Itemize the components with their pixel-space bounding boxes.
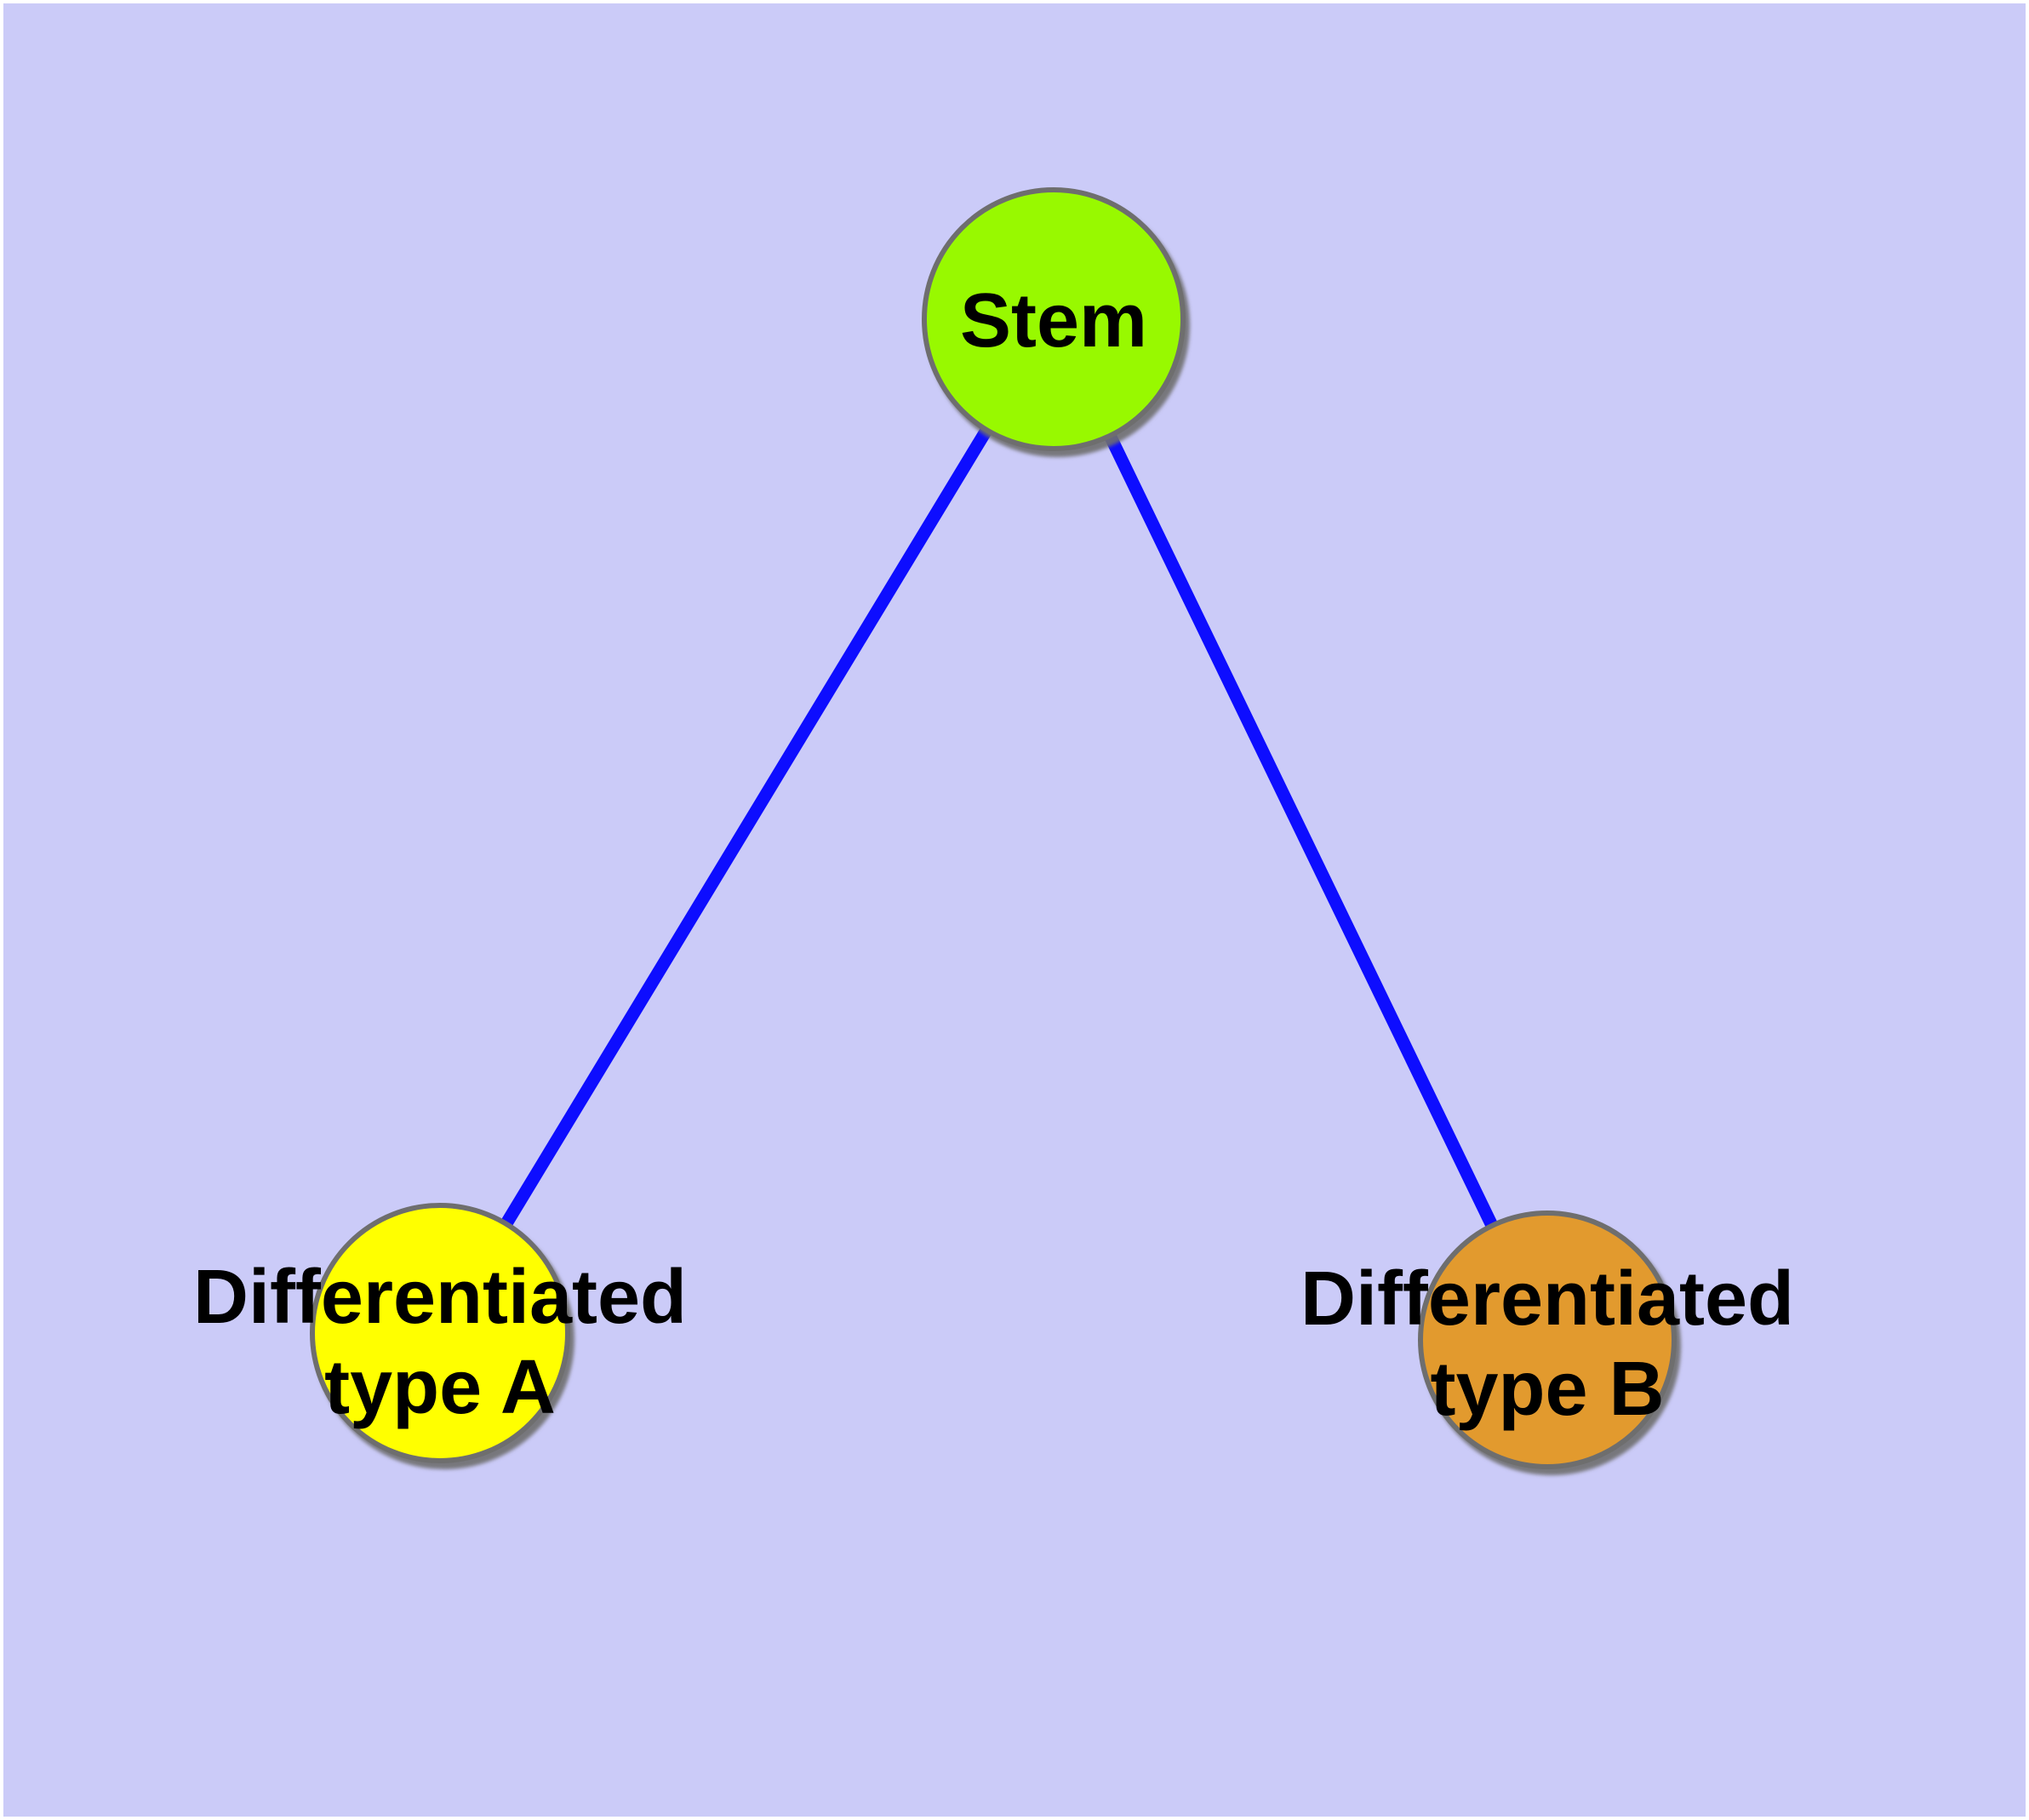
node-differentiated-type-a: Differentiated type A (193, 1203, 687, 1463)
node-type-b-circle (1418, 1210, 1677, 1469)
node-type-a-circle (310, 1203, 570, 1463)
node-type-b-label-line2: type B (1430, 1347, 1664, 1432)
edge-stem-to-type-a (434, 316, 1060, 1336)
edge-stem-to-type-b (1048, 316, 1553, 1343)
node-stem: Stem (922, 187, 1186, 451)
node-stem-circle (922, 187, 1186, 451)
node-type-a-label-line2: type A (324, 1345, 556, 1430)
node-type-b-label-line1: Differentiated (1300, 1256, 1794, 1342)
edges (434, 316, 1553, 1343)
node-stem-label: Stem (960, 278, 1147, 363)
node-differentiated-type-b: Differentiated type B (1300, 1210, 1794, 1469)
node-type-a-label-line1: Differentiated (193, 1255, 687, 1340)
